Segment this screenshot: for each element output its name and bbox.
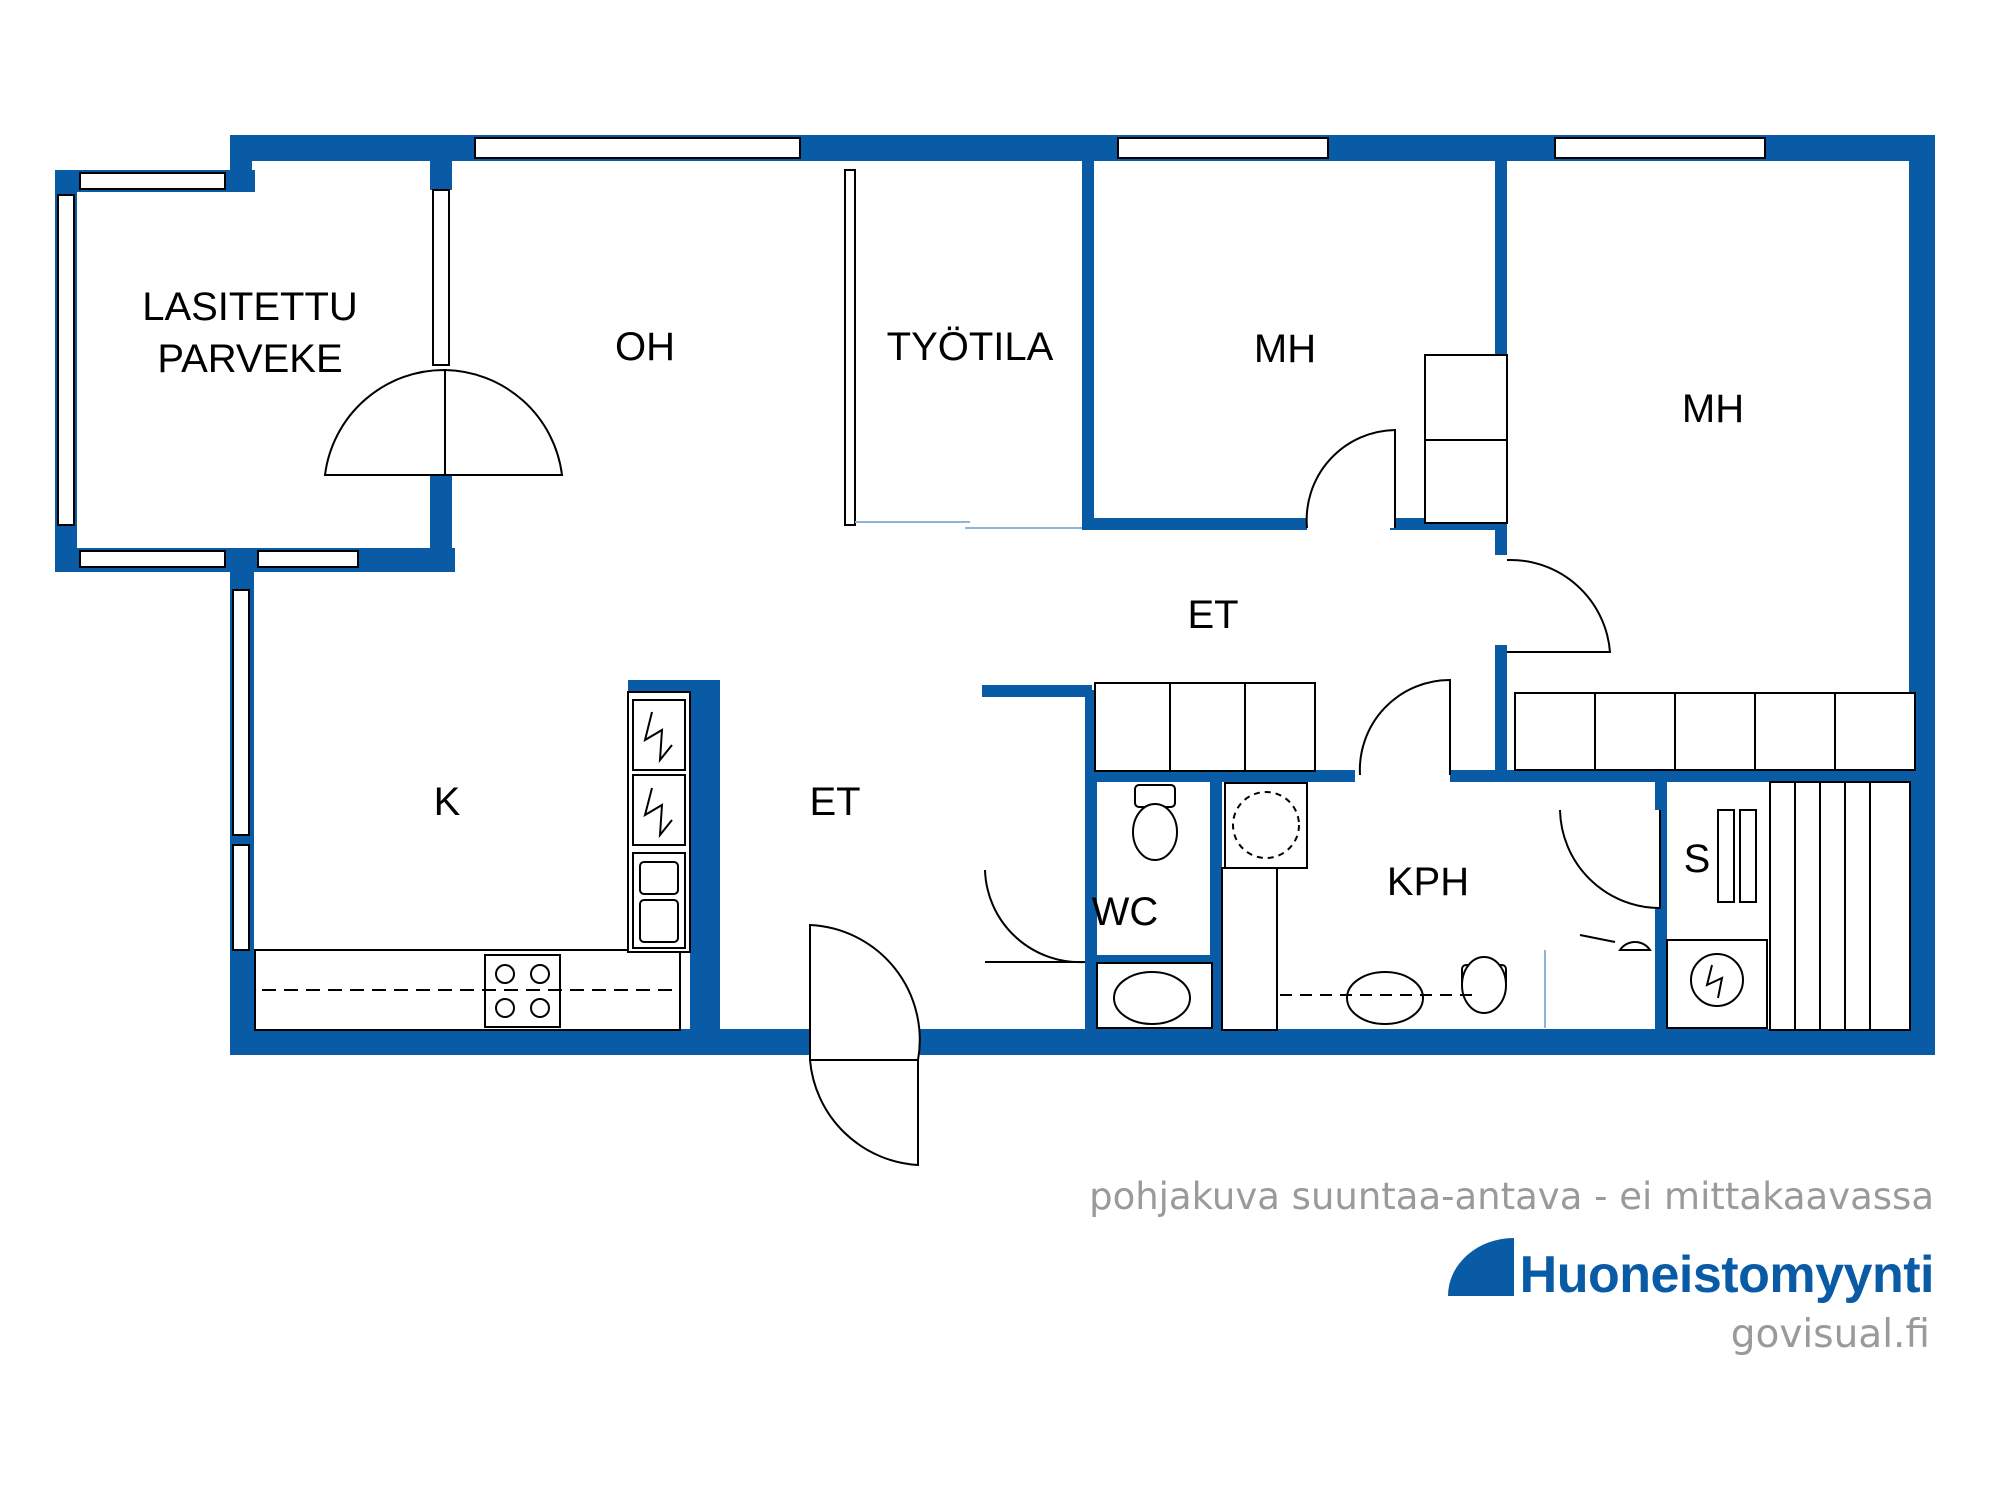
windows xyxy=(57,137,1766,951)
bedroom1-door xyxy=(1305,428,1396,529)
wardrobes xyxy=(1094,354,1916,772)
site-url: govisual.fi xyxy=(1730,1312,1930,1357)
room-label-wc: WC xyxy=(1092,890,1159,934)
shower-icon xyxy=(1544,934,1652,1028)
bedroom2-door xyxy=(1506,558,1612,653)
room-label-living: OH xyxy=(615,325,675,369)
bath-partition xyxy=(1221,867,1278,1031)
bathroom-door xyxy=(1358,678,1451,776)
balcony-door xyxy=(323,368,446,476)
sauna-stove-icon xyxy=(1666,939,1768,1029)
electric-stove-icon xyxy=(484,699,686,1028)
room-label-bedroom-2: MH xyxy=(1682,387,1744,431)
sauna-door xyxy=(1559,809,1661,910)
washbasin-icon xyxy=(1096,962,1480,1029)
disclaimer-text: pohjakuva suuntaa-antava - ei mittakaava… xyxy=(1089,1175,1934,1218)
room-label-hall-lower: ET xyxy=(809,780,860,824)
sauna-benches xyxy=(1717,781,1911,1031)
entrance-door xyxy=(809,923,921,1061)
room-label-bathroom: KPH xyxy=(1387,860,1469,904)
brand-name: Huoneistomyynti xyxy=(1519,1246,1935,1304)
room-label-sauna: S xyxy=(1684,837,1711,881)
wc-door xyxy=(984,869,1086,964)
doors xyxy=(323,368,1661,1167)
sink-icon xyxy=(632,852,686,949)
brand-logo xyxy=(1448,1238,1514,1296)
room-label-balcony-2: PARVEKE xyxy=(157,337,342,381)
room-label-work: TYÖTILA xyxy=(887,325,1054,369)
toilet-icon xyxy=(1132,784,1507,1014)
room-label-kitchen: K xyxy=(434,780,461,824)
washing-machine-icon xyxy=(1224,782,1308,869)
room-label-balcony-1: LASITETTU xyxy=(142,285,358,329)
kitchen-counters xyxy=(254,691,691,1031)
room-label-bedroom-1: MH xyxy=(1254,327,1316,371)
sliding-door xyxy=(855,521,1082,529)
room-label-hall-upper: ET xyxy=(1187,593,1238,637)
